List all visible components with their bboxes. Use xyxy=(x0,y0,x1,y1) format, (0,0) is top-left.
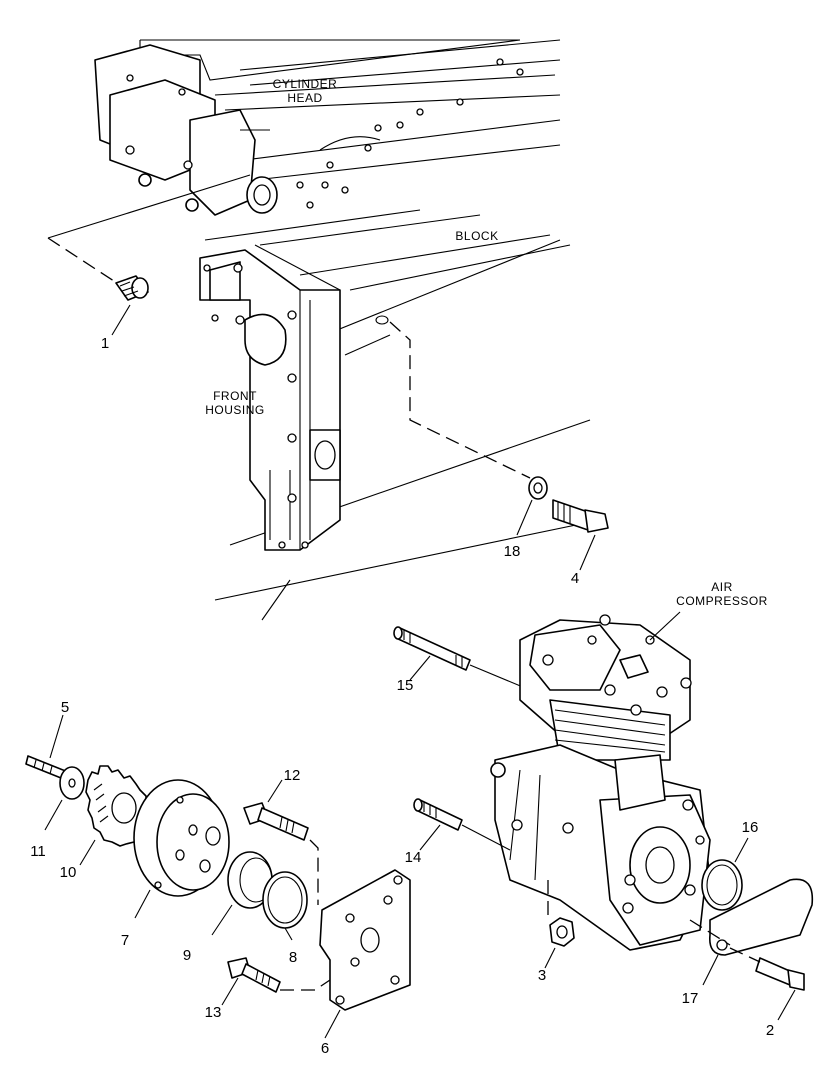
assembly-line-bolt-2 xyxy=(729,947,761,963)
air-compressor-label-line2: COMPRESSOR xyxy=(676,594,768,608)
callout-2: 2 xyxy=(766,1022,774,1039)
cylinder-head-label-line2: HEAD xyxy=(287,91,322,105)
leader-3 xyxy=(544,947,556,969)
housing-bolt-hole xyxy=(375,315,389,325)
leader-11 xyxy=(44,799,63,831)
cylinder-head-valve-housing xyxy=(94,44,278,216)
assembly-line-head xyxy=(47,174,251,239)
leader-1 xyxy=(111,304,131,336)
leader-12 xyxy=(267,779,283,803)
air-compressor-label-line1: AIR xyxy=(711,580,733,594)
assembly-line-bolt-12 xyxy=(309,839,319,905)
callout-13: 13 xyxy=(205,1004,222,1021)
leader-13 xyxy=(221,977,239,1006)
block-label: BLOCK xyxy=(455,229,498,243)
leader-16 xyxy=(734,837,749,863)
part-12-bolt xyxy=(243,802,309,841)
callout-6: 6 xyxy=(321,1040,329,1057)
leader-4 xyxy=(579,534,596,571)
callout-7: 7 xyxy=(121,932,129,949)
leader-air-compressor xyxy=(649,611,681,641)
leader-6 xyxy=(324,1009,341,1039)
leader-17 xyxy=(702,954,719,986)
callout-5: 5 xyxy=(61,699,69,716)
callout-1: 1 xyxy=(101,335,109,352)
part-6-adapter-plate xyxy=(319,869,411,1011)
callout-12: 12 xyxy=(284,767,301,784)
front-housing-label-line2: HOUSING xyxy=(205,403,265,417)
front-housing-label-line1: FRONT xyxy=(213,389,257,403)
part-16-o-ring xyxy=(701,859,743,911)
callout-18: 18 xyxy=(504,543,521,560)
leader-2 xyxy=(777,989,796,1021)
leader-18 xyxy=(516,499,533,536)
callout-16: 16 xyxy=(742,819,759,836)
part-17-gasket xyxy=(708,878,814,956)
part-11-washer xyxy=(59,766,85,800)
part-13-bolt xyxy=(227,957,281,993)
part-7-drive-hub xyxy=(133,779,230,897)
leader-10 xyxy=(79,839,96,866)
callout-4: 4 xyxy=(571,570,579,587)
callout-3: 3 xyxy=(538,967,546,984)
leader-7 xyxy=(134,889,151,919)
part-1-pipe-plug xyxy=(115,275,149,301)
part-4-bolt xyxy=(552,499,609,533)
callout-8: 8 xyxy=(289,949,297,966)
leader-9 xyxy=(211,904,233,936)
part-15-stud xyxy=(393,626,471,671)
cylinder-head-and-block-outline xyxy=(139,39,601,621)
air-compressor xyxy=(490,614,711,951)
part-3-nut xyxy=(549,917,575,947)
callout-17: 17 xyxy=(682,990,699,1007)
front-housing xyxy=(199,249,341,551)
part-18-washer xyxy=(528,476,548,500)
callout-9: 9 xyxy=(183,947,191,964)
leader-15 xyxy=(409,655,431,681)
callout-14: 14 xyxy=(405,849,422,866)
part-14-stud xyxy=(413,798,463,831)
assembly-line-plug xyxy=(47,237,121,286)
assembly-line-bolt-13 xyxy=(280,979,331,991)
part-10-gear xyxy=(85,765,151,847)
cylinder-head-label-line1: CYLINDER xyxy=(273,77,338,91)
stud-14-line xyxy=(461,824,511,851)
part-2-bolt xyxy=(755,957,805,991)
leader-14 xyxy=(419,824,441,851)
leader-8 xyxy=(284,927,293,941)
assembly-line-bolt-4 xyxy=(389,321,531,479)
callout-10: 10 xyxy=(60,864,77,881)
part-8-o-ring xyxy=(262,871,308,929)
part-9-ring xyxy=(227,851,273,909)
assembly-line-gasket xyxy=(689,919,731,946)
leader-5 xyxy=(49,714,64,759)
callout-11: 11 xyxy=(30,843,46,860)
callout-15: 15 xyxy=(397,677,414,694)
